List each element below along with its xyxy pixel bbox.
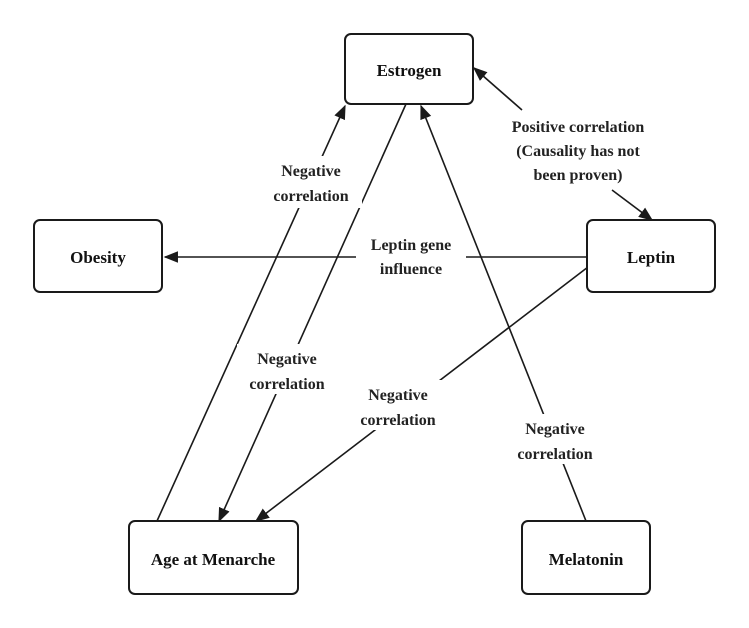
node-melatonin-label: Melatonin [549, 550, 624, 569]
edge-leptin-estrogen-lower [611, 189, 654, 221]
edge-label-line: correlation [273, 188, 348, 205]
edge-label-line: correlation [360, 412, 435, 429]
node-obesity: Obesity [33, 219, 163, 293]
edge-estrogen-to-menarche [218, 103, 407, 523]
edge-label-line: correlation [517, 446, 592, 463]
edge-label-line: correlation [249, 376, 324, 393]
node-leptin-label: Leptin [627, 248, 676, 267]
edge-label-line: Positive correlation [512, 119, 645, 136]
edge-label-leptin-obesity: Leptin gene influence [356, 232, 466, 280]
node-age-at-menarche: Age at Menarche [128, 520, 299, 595]
node-leptin: Leptin [586, 219, 716, 293]
node-estrogen: Estrogen [344, 33, 474, 105]
edge-label-melatonin-estrogen: Negative correlation [504, 414, 606, 464]
edge-label-menarche-estrogen: Negative correlation [262, 156, 362, 208]
edge-label-leptin-estrogen: Positive correlation (Causality has not … [476, 112, 676, 188]
edge-leptin-estrogen-upper [472, 67, 523, 111]
node-age-at-menarche-label: Age at Menarche [151, 550, 276, 569]
edge-label-line: been proven) [533, 167, 622, 184]
edge-label-line: Leptin gene [371, 237, 451, 254]
edge-label-leptin-menarche: Negative correlation [347, 380, 449, 430]
edge-label-line: Negative [525, 421, 585, 438]
edge-label-line: influence [380, 261, 442, 278]
edge-label-line: Negative [257, 351, 317, 368]
edge-label-line: (Causality has not [516, 143, 640, 160]
node-melatonin: Melatonin [521, 520, 651, 595]
node-estrogen-label: Estrogen [377, 61, 442, 80]
edge-label-line: Negative [281, 163, 341, 180]
edge-label-line: Negative [368, 387, 428, 404]
edge-label-estrogen-menarche: Negative correlation [237, 344, 337, 394]
node-obesity-label: Obesity [70, 248, 126, 267]
